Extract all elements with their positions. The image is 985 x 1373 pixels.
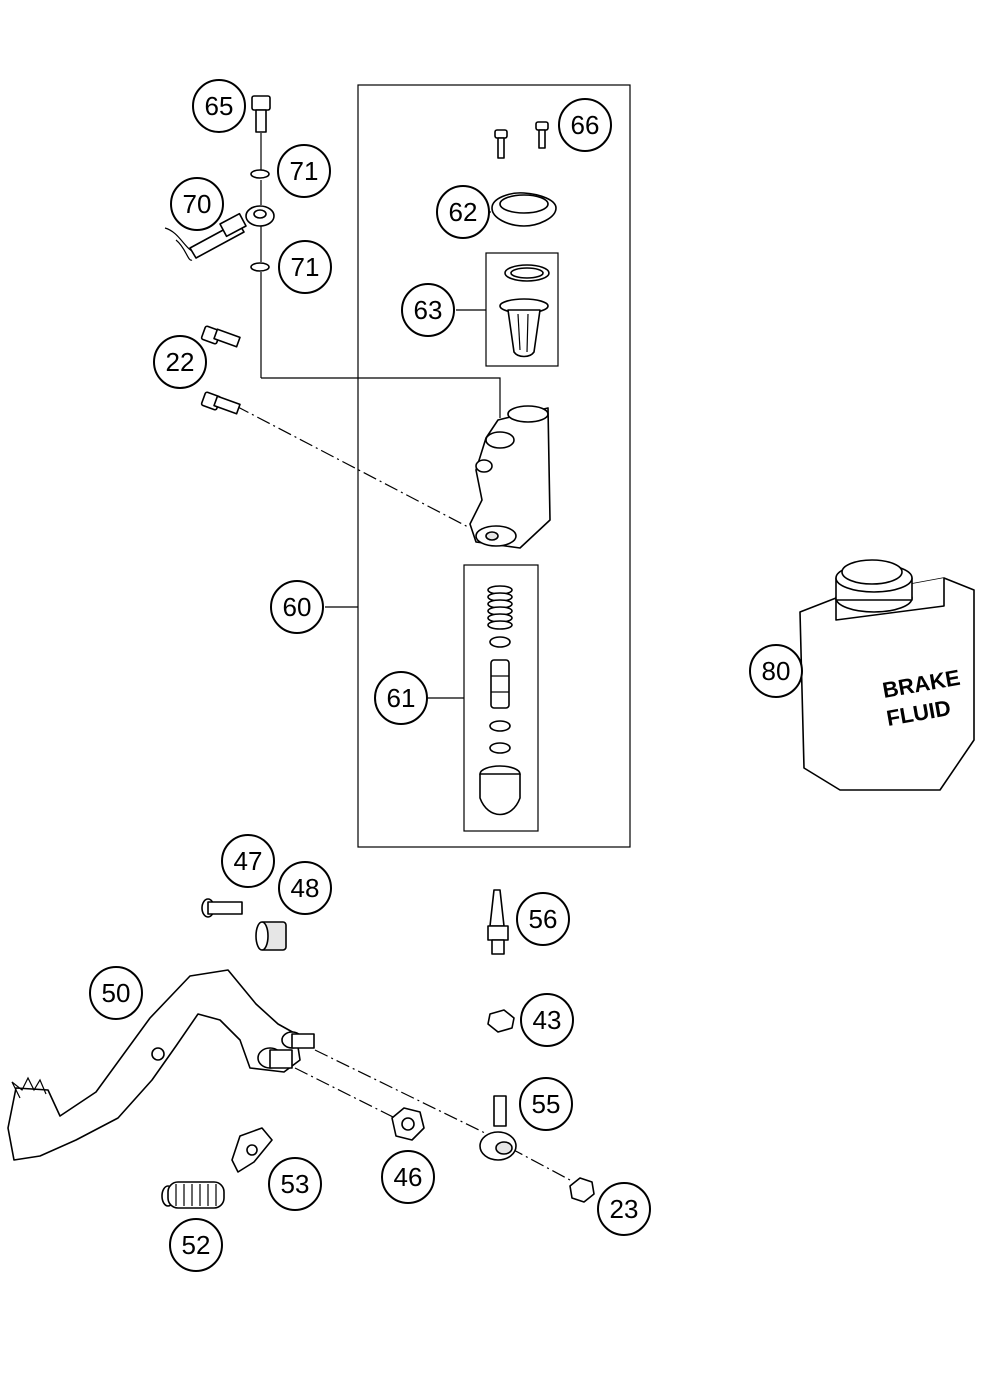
bushing-48-icon (255, 921, 287, 951)
callout-70: 70 (170, 177, 224, 231)
svg-text:65: 65 (205, 91, 234, 121)
svg-text:52: 52 (182, 1230, 211, 1260)
callout-62: 62 (436, 185, 490, 239)
screws-66-icon (494, 121, 549, 159)
brake-pedal-50-icon (7, 969, 315, 1161)
callout-71-lower: 71 (278, 240, 332, 294)
svg-text:63: 63 (414, 295, 443, 325)
callout-47: 47 (221, 834, 275, 888)
brake-line-70-icon (164, 205, 275, 261)
pin-47-icon (201, 898, 243, 918)
svg-text:66: 66 (571, 110, 600, 140)
callout-22: 22 (153, 335, 207, 389)
callout-61: 61 (374, 671, 428, 725)
bolt-65-icon (251, 95, 271, 133)
clip-53-icon (231, 1127, 273, 1173)
svg-text:23: 23 (610, 1194, 639, 1224)
callout-52: 52 (169, 1218, 223, 1272)
callout-65: 65 (192, 79, 246, 133)
push-rod-56-icon (487, 889, 509, 955)
callout-50: 50 (89, 966, 143, 1020)
assembly-dash-lines (235, 405, 571, 1181)
svg-text:55: 55 (532, 1089, 561, 1119)
washer-71-lower-icon (250, 262, 270, 272)
svg-text:70: 70 (183, 189, 212, 219)
svg-text:61: 61 (387, 683, 416, 713)
svg-text:43: 43 (533, 1005, 562, 1035)
assembly-box-60 (357, 84, 631, 848)
callout-46: 46 (381, 1150, 435, 1204)
svg-text:60: 60 (283, 592, 312, 622)
clevis-55-icon (479, 1095, 517, 1161)
nut-23-icon (569, 1177, 595, 1203)
brake-fluid-bottle-80-icon: BRAKE FLUID (799, 559, 975, 791)
washer-71-upper-icon (250, 169, 270, 179)
svg-text:46: 46 (394, 1162, 423, 1192)
svg-text:53: 53 (281, 1169, 310, 1199)
diaphragm-63-icon (499, 264, 550, 358)
spring-52-icon (161, 1181, 225, 1209)
callout-53: 53 (268, 1157, 322, 1211)
svg-text:62: 62 (449, 197, 478, 227)
svg-text:48: 48 (291, 873, 320, 903)
callout-56: 56 (516, 892, 570, 946)
callout-43: 43 (520, 993, 574, 1047)
callout-60: 60 (270, 580, 324, 634)
callout-63: 63 (401, 283, 455, 337)
nut-43-icon (487, 1009, 515, 1033)
callout-80: 80 (749, 644, 803, 698)
svg-text:80: 80 (762, 656, 791, 686)
svg-text:56: 56 (529, 904, 558, 934)
svg-text:22: 22 (166, 347, 195, 377)
callout-23: 23 (597, 1182, 651, 1236)
reservoir-cap-62-icon (491, 192, 557, 227)
callout-71-upper: 71 (277, 144, 331, 198)
master-cylinder-body-icon (469, 405, 551, 549)
leader-lines (260, 133, 501, 699)
piston-kit-61-icon (479, 585, 521, 816)
bolts-22-icon (200, 325, 241, 415)
callout-66: 66 (558, 98, 612, 152)
callout-55: 55 (519, 1077, 573, 1131)
svg-text:47: 47 (234, 846, 263, 876)
svg-text:71: 71 (290, 156, 319, 186)
svg-text:50: 50 (102, 978, 131, 1008)
nut-46-icon (391, 1107, 425, 1141)
callout-48: 48 (278, 861, 332, 915)
svg-text:71: 71 (291, 252, 320, 282)
